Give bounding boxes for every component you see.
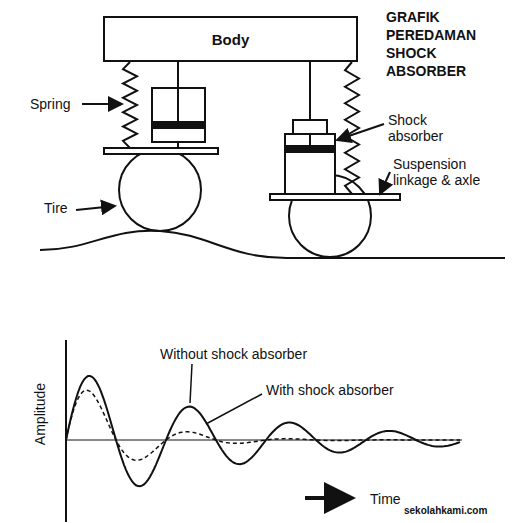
left-axle-plate [104,148,218,154]
part-label: Suspension linkage & axle [393,156,493,188]
curve-label: With shock absorber [266,382,394,398]
leader-line [206,394,262,424]
body-box: Body [103,16,358,62]
leader-line [190,364,192,403]
part-label: Spring [30,96,70,112]
left-spring [123,62,137,148]
leader-line [82,103,122,105]
right-spring [345,62,359,194]
part-label: Shock absorber [388,112,478,144]
time-arrow [305,496,352,500]
leader-line [76,206,115,210]
y-axis [65,340,67,522]
left-tire [119,149,201,231]
right-shock-cap [293,120,327,134]
part-label: Tire [44,200,68,216]
left-shock-cylinder [152,88,205,142]
watermark: sekolahkami.com [404,505,487,517]
title: GRAFIK PEREDAMAN SHOCK ABSORBER [386,8,514,80]
damped-curve [66,390,460,460]
node-text: Body [212,31,250,48]
leader-line [380,172,390,194]
right-shock-cylinder [285,134,335,194]
axis-label: Time [370,491,401,507]
curve-label: Without shock absorber [160,346,307,362]
leader-line [337,124,384,140]
road-surface [40,231,505,258]
axis-label: Amplitude [32,379,48,449]
undamped-curve [66,376,460,486]
